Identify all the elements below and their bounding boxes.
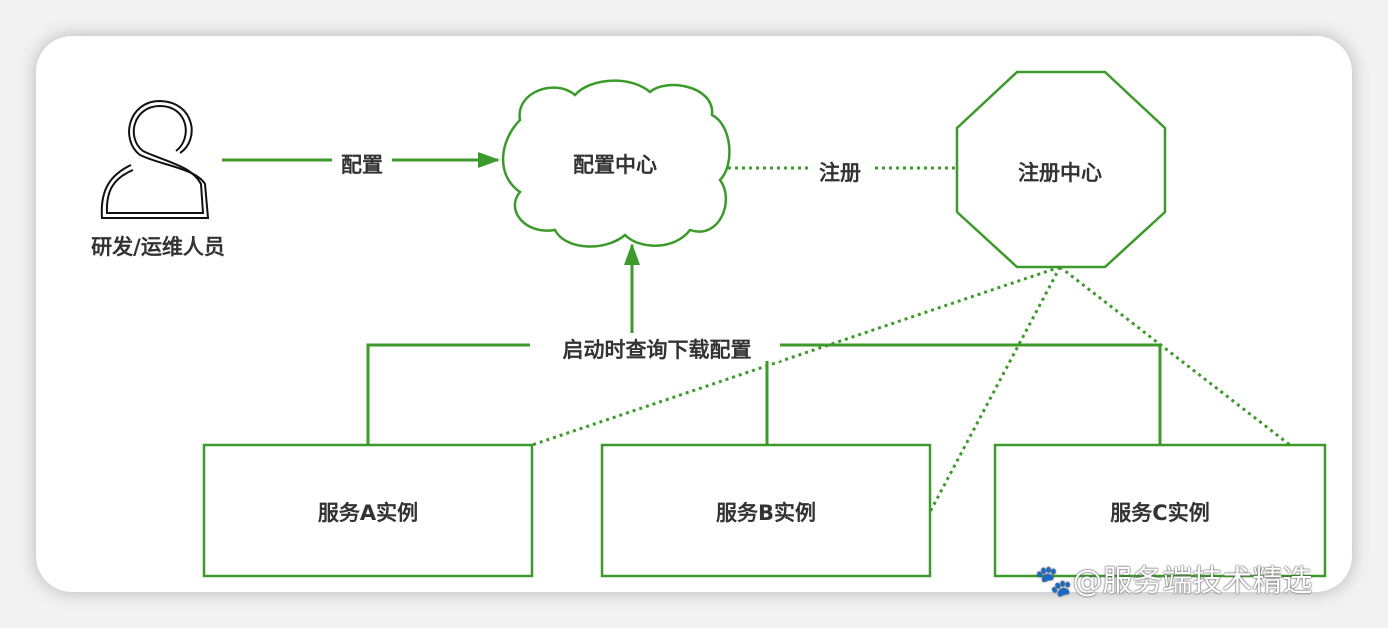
register-label: 注册 — [819, 161, 861, 185]
service-a-box[interactable] — [202, 443, 534, 578]
config-center-label: 配置中心 — [573, 153, 657, 177]
service-a-label: 服务A实例 — [318, 501, 418, 525]
registration-links — [531, 265, 1291, 513]
registry-label: 注册中心 — [1018, 161, 1102, 185]
watermark-text: @服务端技术精选 — [1072, 564, 1313, 599]
service-b-label: 服务B实例 — [716, 501, 816, 525]
label-backdrop — [332, 148, 392, 174]
service-b-box[interactable] — [600, 443, 932, 578]
watermark: 🐾@服务端技术精选 — [1035, 556, 1312, 600]
paw-icon: 🐾 — [1035, 564, 1073, 599]
configure-label: 配置 — [341, 153, 383, 177]
service-c-label: 服务C实例 — [1110, 501, 1209, 525]
person-icon — [100, 99, 210, 219]
registration-link-b — [928, 266, 1062, 513]
registration-link-c — [1059, 265, 1291, 447]
label-backdrop — [808, 156, 872, 184]
label-backdrop — [530, 333, 780, 361]
service-c-box[interactable] — [993, 443, 1327, 578]
config-center-cloud[interactable] — [501, 79, 731, 248]
registration-link-a — [531, 265, 1061, 447]
person-label: 研发/运维人员 — [91, 235, 225, 259]
startup-fetch-label: 启动时查询下载配置 — [563, 338, 752, 362]
registry-octagon[interactable] — [955, 70, 1167, 269]
